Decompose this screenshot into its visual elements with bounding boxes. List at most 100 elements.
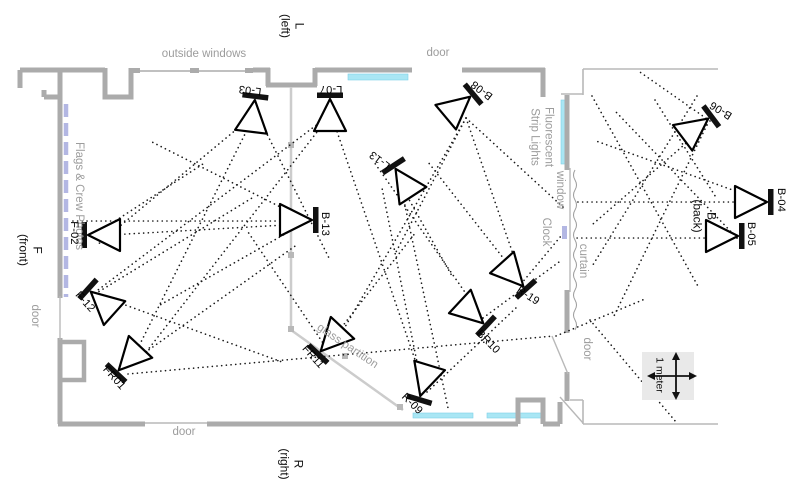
outside-window-wall — [131, 68, 253, 73]
door-right-label: door — [580, 337, 593, 361]
orientation-front: F (front) — [16, 233, 45, 267]
sight-line — [247, 231, 326, 347]
camera-body — [701, 104, 722, 129]
clock-label: Clock — [539, 217, 552, 247]
sight-line — [595, 140, 767, 203]
camera-icon — [233, 91, 269, 135]
camera-icon — [671, 104, 722, 152]
door-left-label: door — [28, 304, 41, 328]
camera-view-cone — [447, 288, 485, 325]
camera-body — [242, 91, 269, 101]
scale-label: 1 meter — [653, 357, 666, 393]
camera-body — [381, 156, 406, 176]
camera-view-cone — [413, 359, 447, 398]
sight-line — [591, 95, 700, 289]
door-bottom-label: door — [172, 426, 196, 439]
door-top-label: door — [426, 47, 450, 60]
camera-icon — [488, 250, 538, 300]
camera-view-cone — [278, 202, 314, 238]
sight-line — [330, 113, 425, 387]
outside-windows-label: outside windows — [161, 48, 247, 61]
camera-body — [317, 92, 343, 98]
sight-line — [256, 113, 331, 261]
sight-line — [91, 223, 303, 237]
wall-pillars — [62, 339, 87, 383]
sight-line — [381, 187, 424, 393]
clock-marker — [562, 226, 567, 239]
camera-body — [462, 82, 484, 106]
cameras — [77, 82, 774, 407]
walls — [17, 67, 570, 427]
scale-box — [642, 352, 697, 400]
camera-icon — [704, 218, 745, 254]
camera-icon — [312, 92, 348, 133]
camera-view-cone — [86, 217, 122, 253]
scale-arrows — [647, 352, 697, 400]
sight-line — [555, 298, 646, 337]
camera-icon — [381, 156, 428, 206]
camera-body — [77, 277, 99, 301]
camera-view-cone — [312, 97, 348, 133]
curtain-line — [573, 169, 577, 331]
camera-icon — [278, 202, 319, 238]
camera-label: L-07 — [319, 83, 343, 95]
camera-icon — [77, 277, 127, 327]
camera-body — [104, 362, 128, 384]
sight-line — [333, 117, 467, 347]
camera-view-cone — [733, 184, 769, 220]
window-label: window — [553, 170, 566, 210]
camera-icon — [306, 315, 356, 365]
camera-icon — [733, 184, 774, 220]
back-area-walls — [570, 68, 718, 425]
camera-view-cone — [89, 290, 127, 327]
orientation-left: L (left) — [278, 14, 307, 38]
orientation-back: B (back) — [690, 199, 719, 233]
camera-view-cone — [488, 250, 525, 288]
sight-line — [590, 95, 698, 269]
sight-line — [465, 117, 523, 281]
sight-line — [139, 113, 332, 361]
camera-label: B-13 — [319, 211, 331, 237]
camera-body — [475, 314, 497, 338]
sight-line — [465, 117, 565, 209]
camera-body — [768, 189, 774, 215]
sight-line — [125, 243, 299, 367]
camera-view-cone — [671, 117, 710, 152]
camera-view-cone — [394, 167, 428, 206]
camera-body — [313, 207, 319, 233]
camera-label: F-02 — [68, 221, 80, 245]
door-lines — [59, 93, 584, 424]
orientation-right: R (right) — [277, 448, 306, 480]
sight-line — [612, 124, 708, 319]
camera-icon — [81, 217, 122, 253]
camera-body — [514, 278, 538, 300]
camera-view-cone — [704, 218, 740, 254]
camera-body — [306, 343, 330, 365]
sight-line — [151, 141, 309, 222]
camera-label: B-04 — [775, 187, 787, 213]
camera-view-cone — [319, 315, 356, 353]
sight-line — [520, 235, 562, 285]
sight-line — [97, 113, 332, 291]
camera-label: B-05 — [745, 221, 757, 247]
camera-icon — [405, 359, 447, 407]
curtain-label: curtain — [576, 243, 589, 279]
camera-body — [81, 222, 87, 248]
camera-view-cone — [434, 95, 472, 131]
sight-line — [95, 113, 256, 247]
fluorescent-label: Fluorescent Strip Lights — [528, 106, 555, 168]
glass-partition-line — [288, 87, 404, 412]
sight-line — [395, 117, 467, 253]
sight-line — [427, 161, 523, 283]
sight-line — [636, 69, 711, 122]
sight-line — [94, 293, 283, 363]
camera-icon — [434, 82, 484, 131]
sight-line — [91, 161, 207, 237]
camera-body — [405, 393, 433, 407]
sight-line — [615, 111, 738, 239]
camera-icon — [104, 334, 154, 384]
sight-line — [592, 124, 708, 225]
sight-line — [133, 113, 256, 357]
camera-body — [739, 223, 745, 249]
